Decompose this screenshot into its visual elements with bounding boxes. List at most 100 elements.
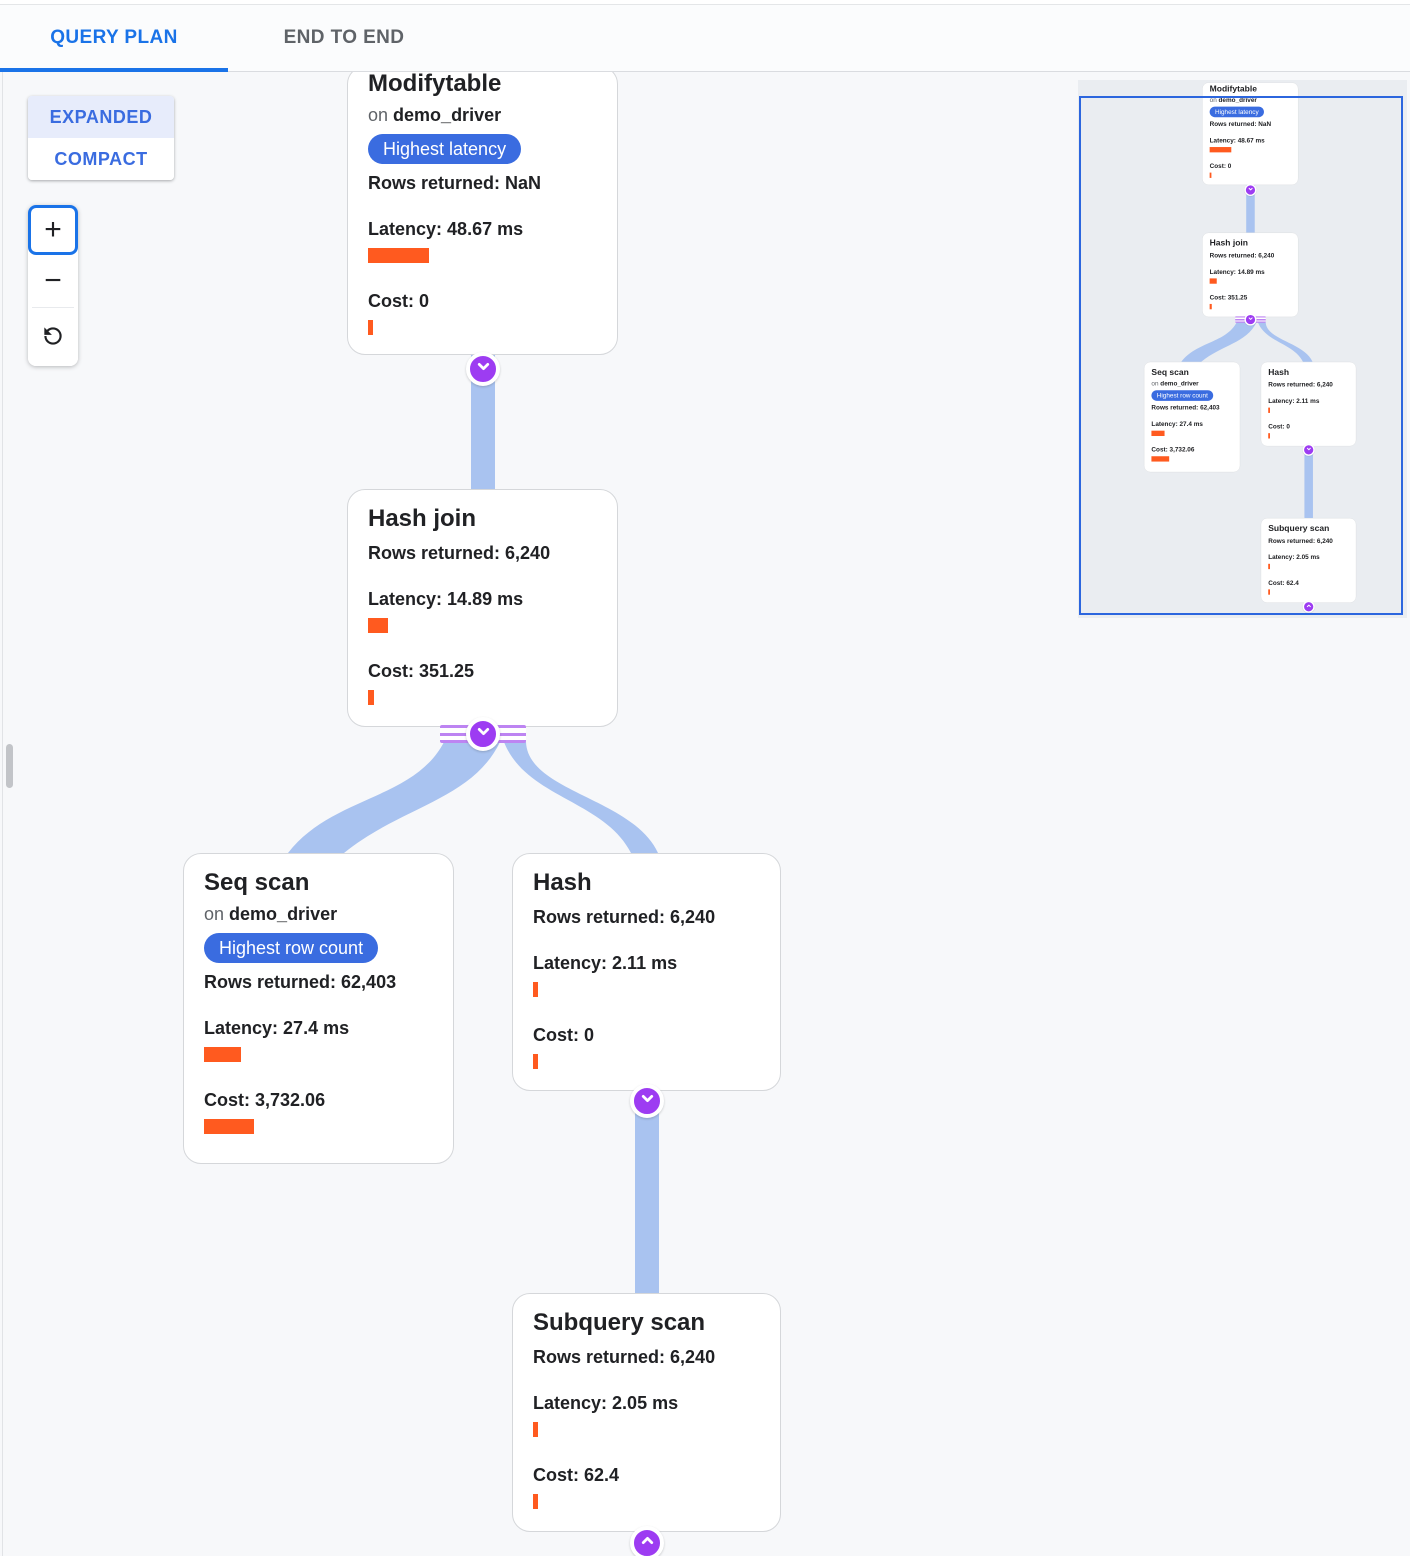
- rows-returned: Rows returned: 6,240: [1268, 380, 1333, 389]
- plan-node-subquery-scan[interactable]: Subquery scan Rows returned: 6,240 Laten…: [512, 1293, 781, 1532]
- node-title: Seq scan: [204, 869, 310, 896]
- expand-connector-subquery-scan[interactable]: [1302, 600, 1315, 613]
- node-table: on demo_driver: [368, 105, 502, 125]
- link-hashjoin-hash: [504, 742, 658, 853]
- expand-connector-subquery-scan[interactable]: [630, 1526, 664, 1556]
- rows-returned: Rows returned: NaN: [368, 173, 542, 193]
- tab-end-to-end[interactable]: END TO END: [283, 27, 405, 48]
- rows-returned: Rows returned: 6,240: [368, 543, 551, 563]
- window-top-edge: [0, 0, 1410, 5]
- latency: Latency: 2.11 ms: [1268, 397, 1320, 405]
- minimap[interactable]: Modifytable on demo_driver Highest laten…: [1078, 80, 1407, 618]
- tab-bar: QUERY PLAN END TO END: [0, 5, 1410, 72]
- collapse-connector-hash-join[interactable]: [466, 717, 500, 751]
- cost: Cost: 0: [533, 1025, 595, 1045]
- cost: Cost: 3,732.06: [204, 1090, 326, 1110]
- compact-button[interactable]: COMPACT: [28, 138, 174, 180]
- query-plan-canvas[interactable]: EXPANDED COMPACT + − Modifytable: [0, 72, 1410, 1556]
- node-table: on demo_driver: [1151, 379, 1199, 388]
- node-table: on demo_driver: [1209, 96, 1257, 104]
- link-hashjoin-hash: [1257, 322, 1313, 362]
- link-hash-subqueryscan: [1304, 449, 1313, 519]
- cost: Cost: 0: [1209, 162, 1232, 170]
- plan-node-hash[interactable]: Hash Rows returned: 6,240 Latency: 2.11 …: [1260, 361, 1357, 447]
- collapse-connector-modifytable[interactable]: [1244, 183, 1257, 197]
- cost: Cost: 351.25: [368, 661, 475, 681]
- highest-row-count-badge: Highest row count: [204, 933, 379, 963]
- cost: Cost: 0: [1268, 422, 1290, 430]
- cost: Cost: 351.25: [1209, 293, 1248, 301]
- chevron-up-icon: [639, 1532, 656, 1554]
- latency: Latency: 2.05 ms: [533, 1393, 679, 1413]
- vertical-scrollbar-thumb[interactable]: [6, 744, 13, 788]
- cost-bar: [1209, 172, 1212, 178]
- cost-bar: [1209, 303, 1212, 310]
- plus-icon: +: [44, 213, 62, 246]
- zoom-in-button[interactable]: +: [28, 205, 78, 255]
- node-title: Seq scan: [1151, 367, 1189, 378]
- plan-graph: Modifytable on demo_driver Highest laten…: [0, 72, 800, 1556]
- latency-bar: [533, 1422, 538, 1437]
- tab-query-plan[interactable]: QUERY PLAN: [0, 5, 228, 72]
- latency-bar: [1209, 278, 1217, 284]
- highest-row-count-badge: Highest row count: [1151, 390, 1214, 401]
- collapse-connector-hash-join[interactable]: [1244, 313, 1257, 326]
- chevron-down-icon: [1306, 446, 1312, 454]
- plan-node-subquery-scan[interactable]: Subquery scan Rows returned: 6,240 Laten…: [1260, 518, 1357, 603]
- link-modifytable-hashjoin: [471, 355, 495, 489]
- plan-node-hash-join[interactable]: Hash join Rows returned: 6,240 Latency: …: [1202, 232, 1299, 318]
- node-title: Hash join: [368, 505, 477, 532]
- latency-bar: [1268, 563, 1270, 570]
- link-hashjoin-seqscan: [288, 742, 500, 853]
- view-mode-toggle: EXPANDED COMPACT: [28, 96, 174, 180]
- latency: Latency: 48.67 ms: [1209, 136, 1265, 144]
- zoom-controls: + −: [28, 205, 78, 366]
- node-title: Modifytable: [368, 72, 502, 97]
- plan-node-modifytable[interactable]: Modifytable on demo_driver Highest laten…: [347, 72, 618, 355]
- cost-bar: [1151, 456, 1170, 462]
- minus-icon: −: [44, 264, 62, 297]
- expanded-button[interactable]: EXPANDED: [28, 96, 174, 138]
- latency: Latency: 48.67 ms: [368, 219, 524, 239]
- plan-node-modifytable[interactable]: Modifytable on demo_driver Highest laten…: [1202, 82, 1299, 186]
- chevron-down-icon: [1247, 316, 1253, 324]
- highest-latency-badge: Highest latency: [1209, 106, 1264, 118]
- node-title: Modifytable: [1209, 83, 1257, 94]
- cost-bar: [1268, 433, 1270, 439]
- latency: Latency: 14.89 ms: [368, 589, 524, 609]
- latency: Latency: 2.11 ms: [533, 953, 678, 973]
- plan-node-seq-scan[interactable]: Seq scan on demo_driver Highest row coun…: [183, 853, 454, 1164]
- collapse-connector-hash[interactable]: [630, 1084, 664, 1118]
- cost: Cost: 0: [368, 291, 430, 311]
- plan-node-hash-join[interactable]: Hash join Rows returned: 6,240 Latency: …: [347, 489, 618, 727]
- latency-bar: [1151, 430, 1165, 437]
- cost-bar: [368, 320, 373, 335]
- zoom-reset-button[interactable]: [28, 308, 78, 366]
- chevron-down-icon: [1247, 186, 1253, 194]
- latency: Latency: 27.4 ms: [204, 1018, 350, 1038]
- node-title: Subquery scan: [1268, 523, 1330, 534]
- node-table: on demo_driver: [204, 904, 338, 924]
- collapse-connector-hash[interactable]: [1302, 443, 1315, 456]
- node-title: Hash: [533, 869, 592, 896]
- zoom-out-button[interactable]: −: [28, 255, 78, 307]
- graph-links: [1181, 185, 1313, 519]
- cost-bar: [368, 690, 374, 705]
- latency-bar: [368, 618, 388, 633]
- node-title: Hash join: [1209, 238, 1248, 248]
- cost-bar: [533, 1054, 538, 1069]
- cost: Cost: 3,732.06: [1151, 445, 1195, 454]
- rows-returned: Rows returned: 6,240: [533, 1347, 716, 1367]
- rows-returned: Rows returned: 6,240: [1268, 537, 1333, 545]
- latency-bar: [1209, 147, 1232, 153]
- collapse-connector-modifytable[interactable]: [466, 352, 500, 386]
- latency-bar: [533, 982, 538, 997]
- rows-returned: Rows returned: 62,403: [1151, 404, 1220, 412]
- minimap-graph: Modifytable on demo_driver Highest laten…: [1079, 80, 1363, 613]
- plan-node-seq-scan[interactable]: Seq scan on demo_driver Highest row coun…: [1143, 361, 1241, 473]
- plan-node-hash[interactable]: Hash Rows returned: 6,240 Latency: 2.11 …: [512, 853, 781, 1091]
- panel-left-border: [2, 72, 3, 1556]
- chevron-down-icon: [639, 1090, 656, 1112]
- node-title: Hash: [1268, 367, 1290, 378]
- chevron-down-icon: [475, 723, 492, 745]
